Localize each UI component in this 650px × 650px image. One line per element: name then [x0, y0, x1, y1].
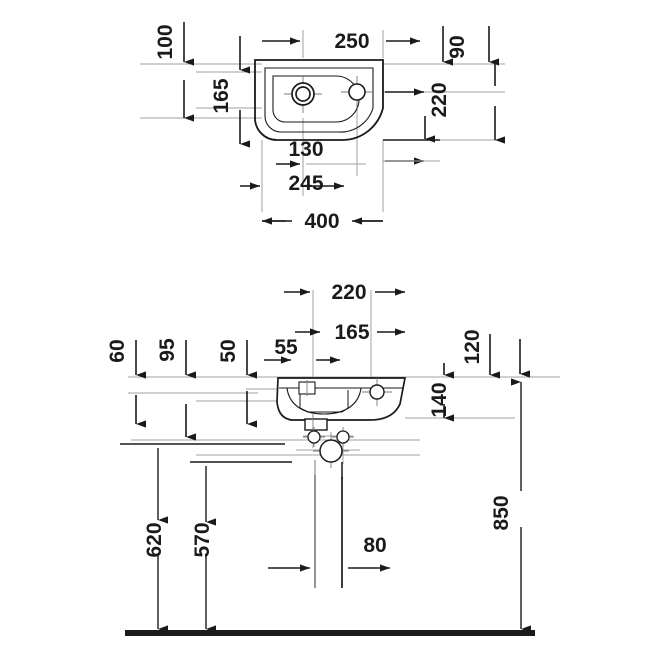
top-view-group: 100 165 250 90 220: [140, 22, 505, 233]
connection-cluster: [303, 427, 354, 479]
dim-620-leaders: [120, 443, 285, 633]
dim-220-top-label: 220: [428, 82, 451, 117]
dim-140-label: 140: [428, 382, 451, 417]
basin-inner-section: [299, 388, 349, 413]
dim-100-label: 100: [154, 24, 177, 59]
basin-side-outline: [276, 377, 407, 421]
basin-top-outline: [254, 59, 384, 141]
side-view-group: 220 165 55 60 95 50: [106, 281, 560, 636]
dim-570-leaders: [190, 461, 292, 633]
waste-pipe: [313, 434, 349, 468]
dim-250-label: 250: [334, 30, 369, 53]
tap-hole: [341, 76, 373, 108]
dim-90-leaders: [442, 26, 499, 66]
dim-80-label: 80: [363, 534, 386, 557]
dim-245-label: 245: [288, 172, 323, 195]
water-supply-right: [332, 427, 354, 447]
dim-90-label: 90: [446, 35, 469, 58]
dim-60-label: 60: [106, 339, 129, 362]
dim-570-label: 570: [191, 522, 214, 557]
side-view-witness-lines: [128, 290, 560, 464]
dim-80-reference-lines: [314, 475, 343, 588]
basin-inner-bowl-path: [272, 75, 360, 123]
dim-400-label: 400: [304, 210, 339, 233]
tap-hole-marker: [362, 378, 392, 406]
dim-165-top-label: 165: [210, 78, 233, 113]
drain-hole: [284, 75, 322, 113]
dim-850-label: 850: [490, 495, 513, 530]
basin-well-path: [264, 67, 374, 133]
dim-620-label: 620: [143, 522, 166, 557]
basin-rim-path: [254, 59, 384, 141]
dim-220-side-label: 220: [331, 281, 366, 304]
dim-50-label: 50: [217, 339, 240, 362]
dim-55-label: 55: [274, 336, 298, 359]
dim-130-label: 130: [288, 138, 323, 161]
dim-165-side-label: 165: [334, 321, 369, 344]
dim-95-label: 95: [156, 338, 179, 362]
waste-outlet: [304, 418, 328, 431]
water-supply-left: [303, 427, 325, 447]
dim-120-leaders: [489, 334, 530, 379]
dim-120-label: 120: [461, 329, 484, 364]
basin-bowl-contour: [286, 387, 362, 415]
dim-220-top-extra-leaders: [383, 88, 440, 165]
